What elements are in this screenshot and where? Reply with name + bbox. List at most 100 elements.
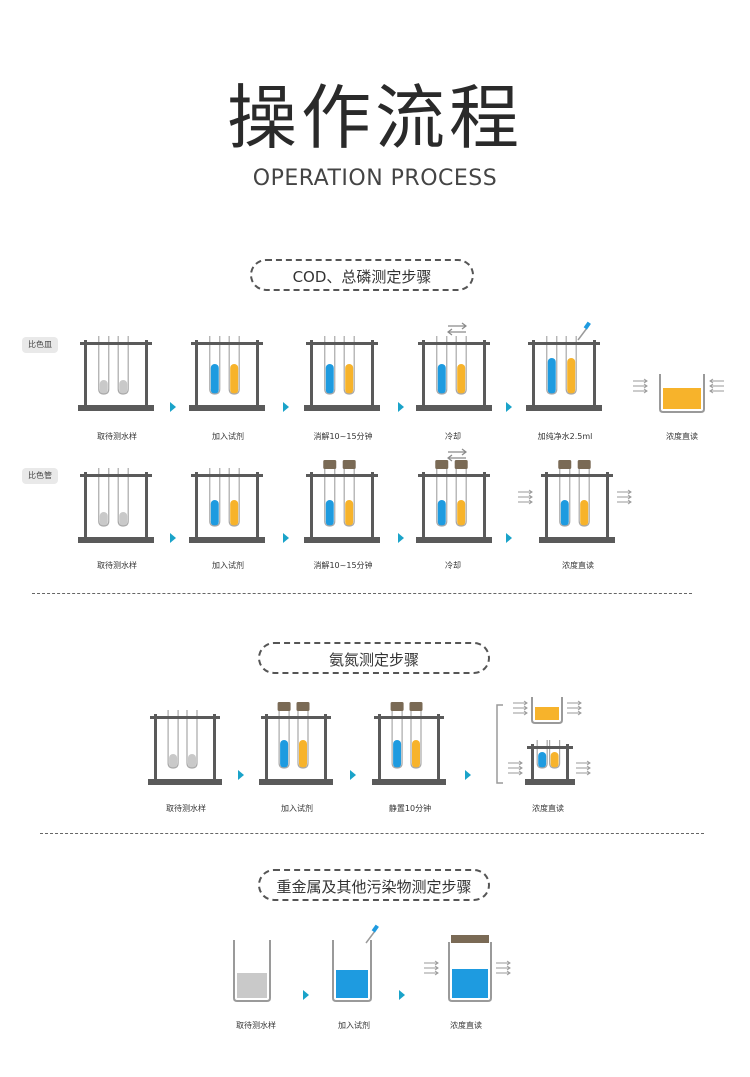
arrowhead xyxy=(461,322,467,330)
rack-bar xyxy=(374,716,444,719)
rack-bar xyxy=(191,474,263,477)
cod-tube-step-2-label: 加入试剂 xyxy=(212,561,244,570)
test-tube-rack-icon xyxy=(78,336,154,411)
rack-post xyxy=(256,340,259,408)
beaker-outline xyxy=(448,942,492,1002)
pipette-icon xyxy=(365,924,379,944)
rack-post xyxy=(483,340,486,408)
liquid xyxy=(210,500,219,526)
rack-base xyxy=(304,537,380,543)
cod-dish-step-1-label: 取待测水样 xyxy=(97,432,137,441)
reading-lines-icon xyxy=(508,760,523,776)
tube-cap-icon xyxy=(277,702,291,711)
next-step-arrow-icon xyxy=(170,402,176,412)
rack-post xyxy=(145,472,148,540)
rack-post xyxy=(532,340,535,408)
cod-dish-step-5-label: 加纯净水2.5ml xyxy=(537,432,593,441)
test-tube-icon xyxy=(209,468,221,527)
liquid xyxy=(663,388,701,409)
test-tube-rack-icon xyxy=(189,468,265,543)
rack-post xyxy=(84,472,87,540)
next-step-arrow-icon xyxy=(465,770,471,780)
beaker-icon xyxy=(332,940,372,1002)
test-tube-icon xyxy=(186,710,198,769)
arrowhead xyxy=(434,965,439,971)
rack-post xyxy=(437,714,440,782)
liquid xyxy=(345,364,354,394)
rack-bar xyxy=(306,474,378,477)
rack-base xyxy=(189,405,265,411)
test-tube-icon xyxy=(117,468,129,527)
next-step-arrow-icon xyxy=(238,770,244,780)
rack-post xyxy=(371,340,374,408)
arrowhead xyxy=(506,960,511,966)
test-tube-icon xyxy=(559,468,571,527)
test-tube-icon xyxy=(391,710,403,769)
ammonia-step-2-label: 加入试剂 xyxy=(281,804,313,813)
cod-dish-step-3-label: 消解10~15分钟 xyxy=(313,432,373,441)
rack-post xyxy=(265,714,268,782)
arrowhead xyxy=(709,378,714,384)
arrowhead xyxy=(643,378,648,384)
test-tube-icon xyxy=(297,710,309,769)
tube-cap-icon xyxy=(342,460,356,469)
liquid xyxy=(210,364,219,394)
test-tube-icon xyxy=(410,710,422,769)
test-tube-icon xyxy=(324,336,336,395)
arrowhead xyxy=(523,700,528,706)
test-tube-icon xyxy=(167,710,179,769)
arrowhead xyxy=(447,454,453,462)
beaker-icon xyxy=(659,374,705,413)
test-tube-icon xyxy=(436,336,448,395)
test-tube-rack-icon xyxy=(78,468,154,543)
arrowhead xyxy=(506,970,511,976)
cod-tube-step-3-label: 消解10~15分钟 xyxy=(313,561,373,570)
rack-base xyxy=(539,537,615,543)
test-tube-icon xyxy=(343,336,355,395)
test-tube-icon xyxy=(98,336,110,395)
liquid xyxy=(299,740,307,768)
page-title: 操作流程 xyxy=(227,77,523,159)
arrowhead xyxy=(434,960,439,966)
tube-cap-icon xyxy=(558,460,572,469)
test-tube-rack-icon xyxy=(259,702,333,785)
rack-post xyxy=(145,340,148,408)
beaker-icon xyxy=(531,697,563,724)
metal-step-1-label: 取待测水样 xyxy=(236,1021,276,1030)
test-tube-rack-icon xyxy=(526,336,602,411)
test-tube-icon xyxy=(546,336,558,395)
rack-base xyxy=(526,405,602,411)
rack-bar xyxy=(306,342,378,345)
rack-post xyxy=(422,472,425,540)
rack-post xyxy=(84,340,87,408)
bracket xyxy=(496,704,503,784)
pipette-bulb xyxy=(583,321,591,330)
rack-post xyxy=(195,472,198,540)
reading-lines-icon xyxy=(576,760,591,776)
ammonia-step-3-label: 静置10分钟 xyxy=(388,804,432,813)
arrowhead xyxy=(447,328,453,336)
test-tube-icon xyxy=(565,336,577,395)
liquid xyxy=(560,500,569,526)
beaker-lid-icon xyxy=(451,935,489,943)
row-tube-tag: 比色管 xyxy=(22,468,58,484)
liquid xyxy=(567,358,576,394)
reading-lines-icon xyxy=(633,378,648,394)
rack-base xyxy=(525,779,575,785)
pipette-bulb xyxy=(371,924,379,933)
metal-step-3-label: 浓度直读 xyxy=(450,1021,482,1030)
arrowhead xyxy=(518,760,523,766)
reading-lines-icon xyxy=(617,489,632,505)
liquid xyxy=(119,512,128,526)
test-tube-icon xyxy=(98,468,110,527)
rack-post xyxy=(310,340,313,408)
rack-post xyxy=(566,744,569,782)
liquid xyxy=(345,500,354,526)
beaker-outline xyxy=(531,697,563,724)
rack-base xyxy=(416,537,492,543)
liquid xyxy=(412,740,420,768)
cod-tube-step-5-label: 浓度直读 xyxy=(562,561,594,570)
rack-post xyxy=(606,472,609,540)
liquid xyxy=(336,970,368,998)
rack-post xyxy=(256,472,259,540)
